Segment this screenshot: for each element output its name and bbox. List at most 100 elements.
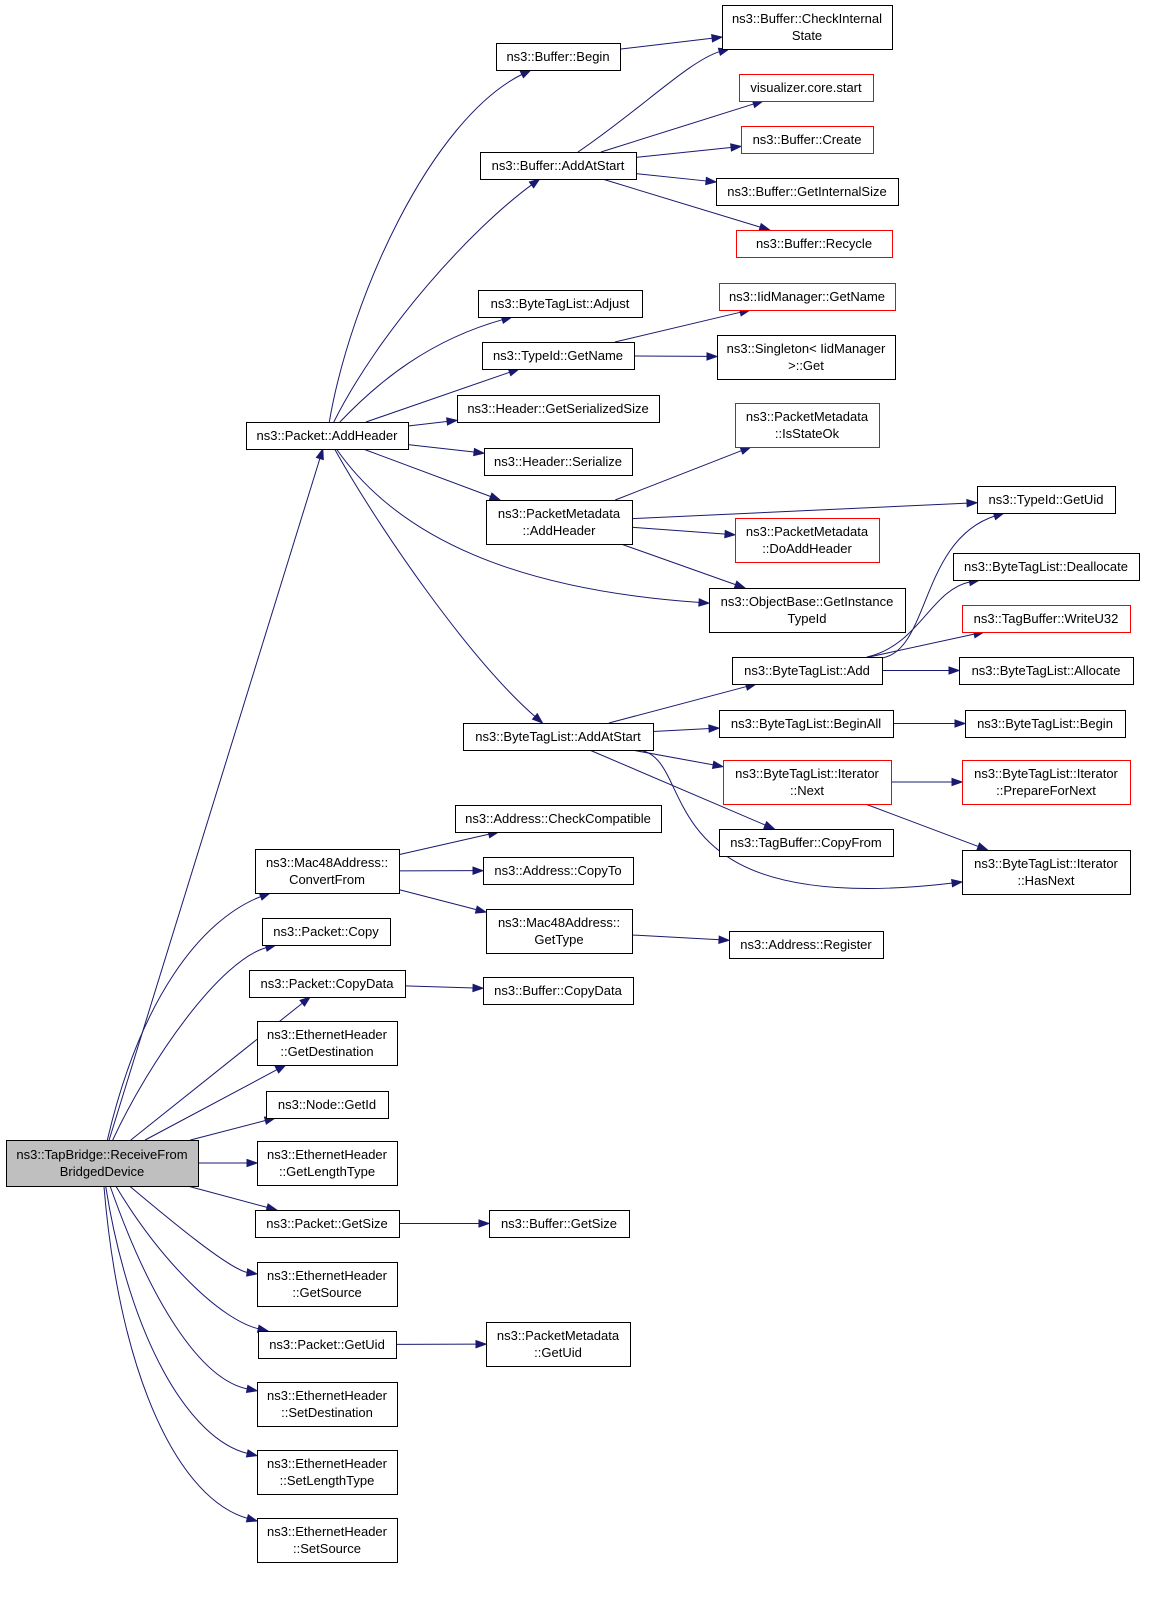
node-label-line: ns3::IidManager::GetName <box>729 289 885 304</box>
edge-root-to-pkt_addheader <box>108 447 324 1141</box>
node-label-line: ::GetLengthType <box>279 1164 375 1179</box>
node-btl-begin[interactable]: ns3::ByteTagList::Begin <box>965 710 1126 738</box>
node-eth-getsource[interactable]: ns3::EthernetHeader::GetSource <box>257 1262 398 1307</box>
edge-btl_add-to-tb_writeu32 <box>868 630 986 658</box>
edge-layer <box>103 34 1006 1523</box>
node-label-line: ns3::ObjectBase::GetInstance <box>721 594 894 609</box>
node-tb-writeu32[interactable]: ns3::TagBuffer::WriteU32 <box>962 605 1131 633</box>
arrow-head-icon <box>966 498 979 508</box>
node-pkt-copy[interactable]: ns3::Packet::Copy <box>262 918 391 946</box>
node-pm-addheader[interactable]: ns3::PacketMetadata::AddHeader <box>486 500 633 545</box>
edge-root-to-eth_getsource <box>129 1185 259 1277</box>
edge-root-to-eth_getlentype <box>198 1158 259 1168</box>
node-buf-copydata[interactable]: ns3::Buffer::CopyData <box>483 977 634 1005</box>
node-pkt-copydata[interactable]: ns3::Packet::CopyData <box>249 970 406 998</box>
edge-pkt_getuid-to-pm_getuid <box>395 1339 488 1349</box>
node-btl-dealloc[interactable]: ns3::ByteTagList::Deallocate <box>953 553 1140 581</box>
node-label-line: ns3::TagBuffer::CopyFrom <box>730 835 882 850</box>
node-label-line: ns3::TapBridge::ReceiveFrom <box>16 1147 187 1162</box>
node-eth-getdest[interactable]: ns3::EthernetHeader::GetDestination <box>257 1021 398 1066</box>
edge-btli_next-to-btli_prep <box>891 777 964 787</box>
node-label-line: ns3::Buffer::Recycle <box>756 236 872 251</box>
arrow-head-icon <box>763 820 776 830</box>
node-box <box>258 1331 397 1359</box>
node-typeid-getuid[interactable]: ns3::TypeId::GetUid <box>977 486 1116 514</box>
arrow-head-icon <box>245 1384 259 1394</box>
node-btl-allocate[interactable]: ns3::ByteTagList::Allocate <box>959 657 1134 685</box>
node-eth-setsource[interactable]: ns3::EthernetHeader::SetSource <box>257 1518 398 1563</box>
node-box <box>257 1021 398 1066</box>
node-buf-getsize[interactable]: ns3::Buffer::GetSize <box>489 1210 630 1238</box>
node-label-line: ns3::Address::CopyTo <box>494 863 621 878</box>
arrow-head-icon <box>258 892 272 901</box>
node-label-line: visualizer.core.start <box>750 80 862 95</box>
node-vis-start[interactable]: visualizer.core.start <box>739 74 874 102</box>
node-label-line: ns3::EthernetHeader <box>267 1524 388 1539</box>
edge-pkt_addheader-to-hdr_getser <box>407 417 459 427</box>
node-mac-convertfrom[interactable]: ns3::Mac48Address::ConvertFrom <box>255 849 400 894</box>
node-eth-setdest[interactable]: ns3::EthernetHeader::SetDestination <box>257 1382 398 1427</box>
node-eth-getlentype[interactable]: ns3::EthernetHeader::GetLengthType <box>257 1141 398 1186</box>
arrow-head-icon <box>976 842 989 851</box>
node-singleton-get[interactable]: ns3::Singleton< IidManager>::Get <box>717 335 896 380</box>
node-label-line: ns3::PacketMetadata <box>498 506 621 521</box>
node-mac-gettype[interactable]: ns3::Mac48Address::GetType <box>486 909 633 954</box>
node-tb-copyfrom[interactable]: ns3::TagBuffer::CopyFrom <box>719 829 894 857</box>
node-addr-copyto[interactable]: ns3::Address::CopyTo <box>483 857 634 885</box>
node-box <box>962 760 1131 805</box>
node-box <box>486 1322 631 1367</box>
node-pkt-getsize[interactable]: ns3::Packet::GetSize <box>255 1210 400 1238</box>
node-eth-setlentype[interactable]: ns3::EthernetHeader::SetLengthType <box>257 1450 398 1495</box>
node-box <box>719 283 896 311</box>
node-typeid-getname[interactable]: ns3::TypeId::GetName <box>482 342 635 370</box>
node-box <box>719 710 894 738</box>
node-layer: ns3::TapBridge::ReceiveFromBridgedDevice… <box>6 5 1140 1563</box>
node-node-getid[interactable]: ns3::Node::GetId <box>266 1091 389 1119</box>
node-addr-checkcompat[interactable]: ns3::Address::CheckCompatible <box>455 805 662 833</box>
node-label-line: ns3::Header::GetSerializedSize <box>467 401 648 416</box>
node-label-line: ns3::Address::CheckCompatible <box>465 811 651 826</box>
node-btli-next[interactable]: ns3::ByteTagList::Iterator::Next <box>723 760 892 805</box>
node-buf-create[interactable]: ns3::Buffer::Create <box>741 126 874 154</box>
node-btl-beginall[interactable]: ns3::ByteTagList::BeginAll <box>719 710 894 738</box>
node-iid-getname[interactable]: ns3::IidManager::GetName <box>719 283 896 311</box>
node-buf-getinternalsize[interactable]: ns3::Buffer::GetInternalSize <box>716 178 899 206</box>
node-label-line: ns3::ByteTagList::Iterator <box>735 766 879 781</box>
edge-btl_add-to-btl_allocate <box>882 666 961 675</box>
node-box <box>255 1210 400 1238</box>
node-pm-doaddheader[interactable]: ns3::PacketMetadata::DoAddHeader <box>735 518 880 563</box>
node-label-line: ns3::Buffer::AddAtStart <box>492 158 625 173</box>
node-btli-hasnext[interactable]: ns3::ByteTagList::Iterator::HasNext <box>962 850 1131 895</box>
node-buf-addatstart[interactable]: ns3::Buffer::AddAtStart <box>480 152 637 180</box>
edge-pkt_getsize-to-buf_getsize <box>399 1219 491 1228</box>
node-btl-adjust[interactable]: ns3::ByteTagList::Adjust <box>478 290 643 318</box>
node-btl-addatstart[interactable]: ns3::ByteTagList::AddAtStart <box>463 723 654 751</box>
node-hdr-serialize[interactable]: ns3::Header::Serialize <box>484 448 633 476</box>
node-label-line: ns3::PacketMetadata <box>497 1328 620 1343</box>
arrow-head-icon <box>446 417 459 426</box>
node-addr-register[interactable]: ns3::Address::Register <box>729 931 884 959</box>
node-pm-isstateok[interactable]: ns3::PacketMetadata::IsStateOk <box>735 403 880 448</box>
node-label-line: ns3::Mac48Address:: <box>266 855 388 870</box>
node-pm-getuid[interactable]: ns3::PacketMetadata::GetUid <box>486 1322 631 1367</box>
node-label-line: ns3::Node::GetId <box>278 1097 376 1112</box>
node-box <box>457 395 660 423</box>
node-label-line: ns3::EthernetHeader <box>267 1388 388 1403</box>
node-box <box>732 657 883 685</box>
node-label-line: ns3::ByteTagList::Add <box>744 663 870 678</box>
node-buf-recycle[interactable]: ns3::Buffer::Recycle <box>736 230 893 258</box>
node-hdr-getser[interactable]: ns3::Header::GetSerializedSize <box>457 395 660 423</box>
node-buf-begin[interactable]: ns3::Buffer::Begin <box>496 43 621 71</box>
node-pkt-addheader[interactable]: ns3::Packet::AddHeader <box>246 422 409 450</box>
node-label-line: ns3::TypeId::GetName <box>493 348 623 363</box>
node-pkt-getuid[interactable]: ns3::Packet::GetUid <box>258 1331 397 1359</box>
edge-mac_gettype-to-addr_register <box>631 934 731 945</box>
arrow-head-icon <box>474 905 488 914</box>
node-btli-prep[interactable]: ns3::ByteTagList::Iterator::PrepareForNe… <box>962 760 1131 805</box>
arrow-head-icon <box>948 666 961 675</box>
node-btl-add[interactable]: ns3::ByteTagList::Add <box>732 657 883 685</box>
arrow-head-icon <box>711 34 724 43</box>
